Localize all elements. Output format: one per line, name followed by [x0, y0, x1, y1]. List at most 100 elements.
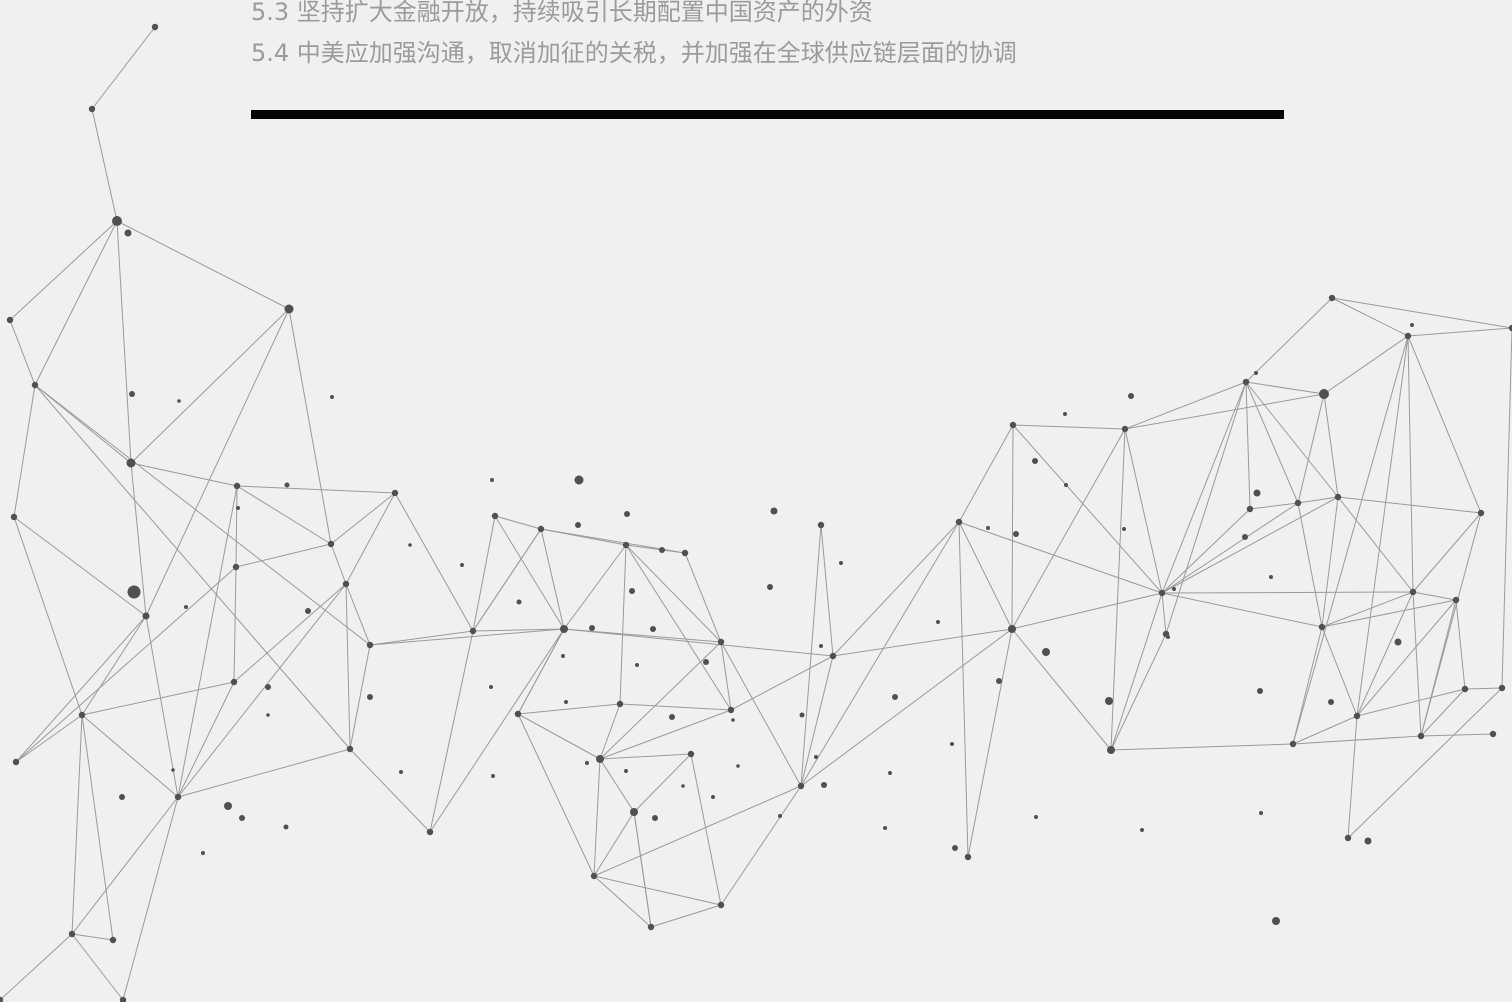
network-edge: [959, 522, 968, 857]
network-edge: [331, 544, 346, 584]
network-edge: [82, 616, 146, 715]
network-edge: [1246, 382, 1324, 394]
network-edge: [1293, 627, 1322, 744]
network-node: [1354, 713, 1360, 719]
network-edge: [10, 221, 117, 320]
network-edge: [82, 715, 178, 797]
network-edge: [178, 682, 234, 797]
divider-bar: [251, 110, 1284, 119]
network-edge: [518, 714, 600, 759]
network-dot: [1328, 699, 1334, 705]
network-dot: [703, 659, 709, 665]
network-edge: [14, 385, 35, 517]
network-edge: [594, 876, 721, 905]
network-edge: [1162, 592, 1413, 593]
network-dot: [1259, 811, 1263, 815]
network-edge: [1125, 429, 1162, 593]
network-node: [328, 541, 334, 547]
network-node: [347, 746, 353, 752]
network-edge: [1456, 600, 1465, 689]
network-edge: [1162, 509, 1250, 593]
network-dot: [767, 584, 773, 590]
network-edge: [821, 525, 833, 656]
network-node: [13, 759, 19, 765]
network-edge: [1012, 629, 1111, 750]
network-node: [1290, 741, 1296, 747]
network-edge: [1348, 688, 1502, 838]
network-edge: [178, 584, 346, 797]
network-dot: [1034, 815, 1038, 819]
network-node: [798, 783, 804, 789]
network-edge: [1013, 425, 1125, 429]
network-dot: [652, 815, 658, 821]
network-node: [1008, 625, 1016, 633]
network-edge: [1322, 627, 1357, 716]
network-node: [1405, 333, 1411, 339]
network-dot: [711, 795, 715, 799]
network-node: [630, 808, 638, 816]
network-node: [718, 639, 724, 645]
network-dot: [1269, 575, 1273, 579]
network-dot: [1254, 371, 1258, 375]
network-node: [1243, 379, 1249, 385]
network-dot: [236, 506, 240, 510]
network-dot: [1257, 688, 1263, 694]
network-edge: [72, 934, 113, 940]
network-edge: [1338, 497, 1481, 513]
network-node: [1295, 500, 1301, 506]
network-node: [1329, 295, 1335, 301]
network-dot: [650, 626, 656, 632]
network-node: [233, 564, 239, 570]
network-dot: [1242, 534, 1248, 540]
network-edge: [72, 934, 123, 1000]
network-edge: [1162, 593, 1166, 634]
network-dot: [819, 644, 823, 648]
network-edge: [1408, 328, 1512, 336]
network-edge: [626, 545, 721, 642]
network-edge: [430, 629, 564, 832]
network-node: [1453, 597, 1459, 603]
network-dot: [585, 761, 589, 765]
network-dot: [1128, 393, 1134, 399]
network-edge: [968, 629, 1012, 857]
network-dot: [224, 802, 232, 810]
network-edge: [721, 642, 801, 786]
network-nodes: [0, 24, 1512, 1002]
network-edge: [685, 553, 721, 642]
network-node: [728, 707, 734, 713]
network-dot: [1365, 838, 1372, 845]
network-edge: [1162, 382, 1246, 593]
network-node: [818, 522, 824, 528]
network-dot: [125, 230, 132, 237]
network-edges: [0, 27, 1512, 1000]
network-dot: [731, 718, 735, 722]
network-node: [1319, 389, 1329, 399]
network-edge: [1357, 689, 1465, 716]
network-edge: [1502, 328, 1512, 688]
network-dot: [1140, 828, 1144, 832]
network-edge: [600, 754, 691, 759]
network-dot: [814, 755, 818, 759]
network-dot: [129, 391, 135, 397]
network-node: [112, 216, 122, 226]
network-dot: [1064, 483, 1068, 487]
network-edge: [131, 309, 289, 463]
network-edge: [1293, 336, 1408, 744]
network-edge: [234, 567, 236, 682]
network-edge: [564, 545, 626, 629]
network-node: [617, 701, 623, 707]
network-edge: [1246, 382, 1250, 509]
network-edge: [117, 221, 131, 463]
network-edge: [123, 797, 178, 1000]
network-edge: [1408, 336, 1413, 592]
network-node: [492, 513, 498, 519]
network-node: [1478, 510, 1484, 516]
network-node: [392, 490, 398, 496]
network-edge: [1332, 298, 1408, 336]
network-edge: [236, 544, 331, 567]
network-dot: [669, 714, 675, 720]
network-dot: [285, 483, 290, 488]
network-node: [175, 794, 181, 800]
network-edge: [600, 704, 620, 759]
network-edge: [146, 309, 289, 616]
